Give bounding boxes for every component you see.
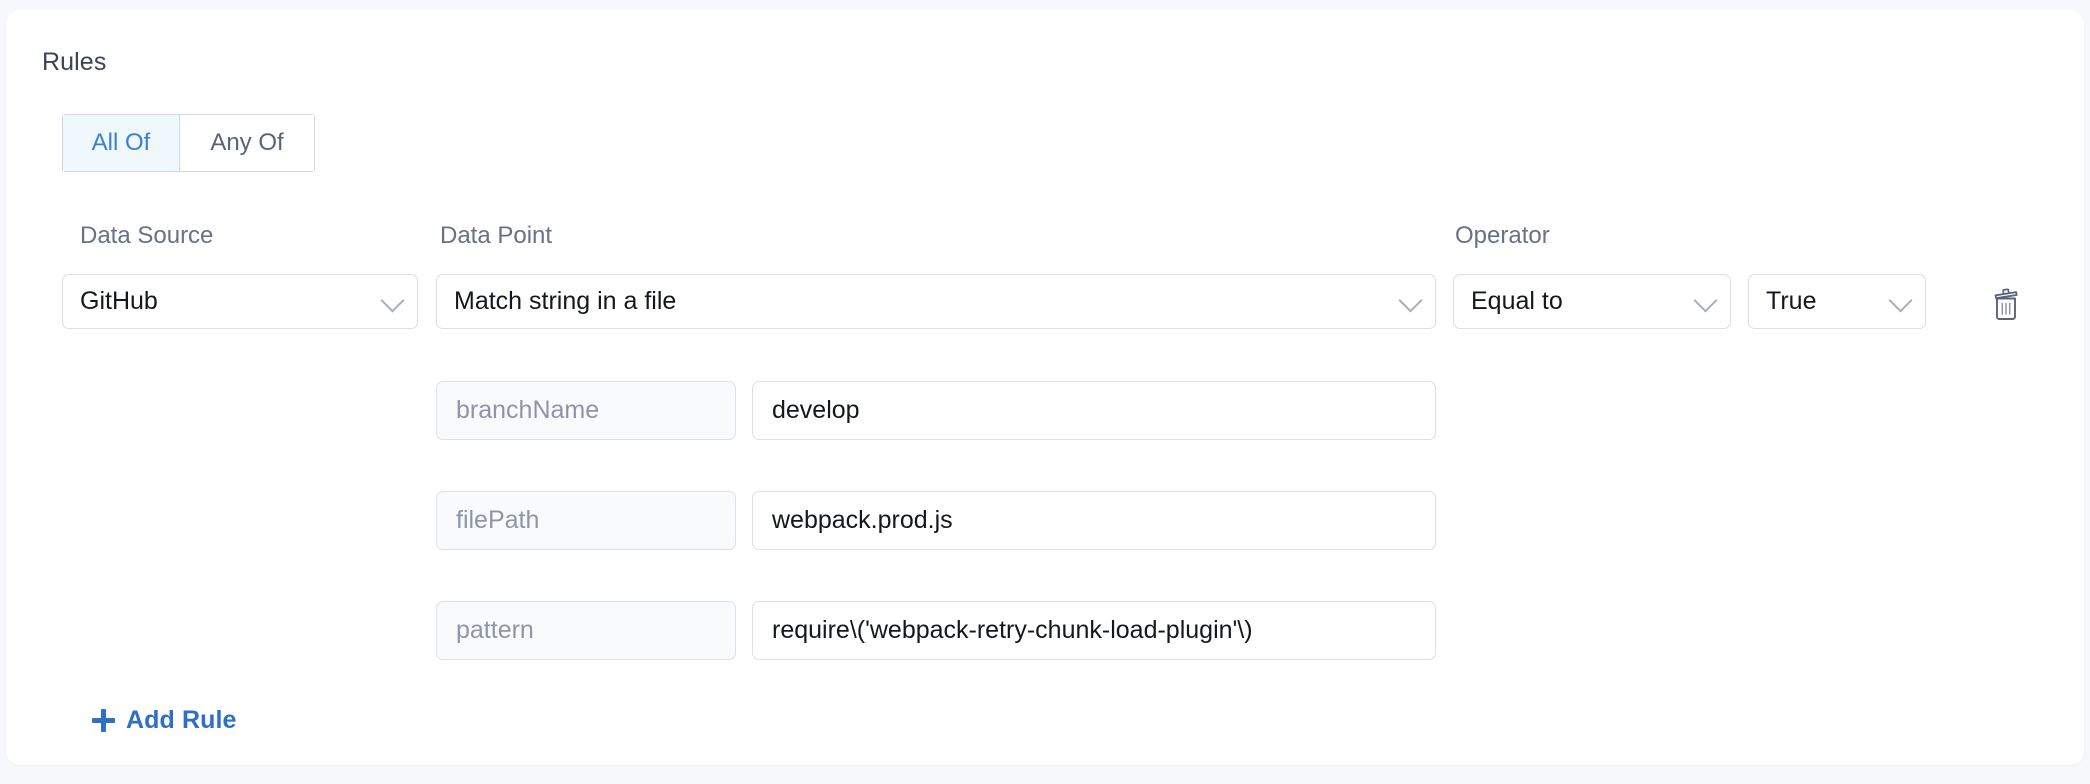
toggle-all-of[interactable]: All Of <box>62 114 179 172</box>
add-rule-button[interactable]: Add Rule <box>92 706 237 735</box>
param-name-field: branchName <box>436 381 736 440</box>
param-name-field: pattern <box>436 601 736 660</box>
operator-boolean-select[interactable]: True <box>1748 274 1926 329</box>
trash-icon <box>1994 288 2018 320</box>
param-name-text: filePath <box>456 506 540 534</box>
param-row: pattern require\('webpack-retry-chunk-lo… <box>6 601 2084 661</box>
data-point-select[interactable]: Match string in a file <box>436 274 1436 329</box>
plus-icon <box>92 709 115 732</box>
param-row: filePath webpack.prod.js <box>6 491 2084 551</box>
param-value-input[interactable]: webpack.prod.js <box>752 491 1436 550</box>
operator-select[interactable]: Equal to <box>1453 274 1731 329</box>
operator-boolean-value: True <box>1766 287 1817 315</box>
data-point-value: Match string in a file <box>454 287 677 315</box>
param-row: branchName develop <box>6 381 2084 441</box>
chevron-down-icon <box>1398 287 1423 313</box>
operator-label: Operator <box>1455 222 1550 249</box>
rules-card: Rules All Of Any Of Data Source Data Poi… <box>6 10 2084 765</box>
toggle-any-of[interactable]: Any Of <box>179 114 315 172</box>
param-value-input[interactable]: require\('webpack-retry-chunk-load-plugi… <box>752 601 1436 660</box>
param-value-text: webpack.prod.js <box>772 506 953 534</box>
page-title: Rules <box>42 48 107 76</box>
chevron-down-icon <box>1888 287 1913 313</box>
delete-rule-button[interactable] <box>1984 282 2028 326</box>
chevron-down-icon <box>380 287 405 313</box>
param-name-text: branchName <box>456 396 600 424</box>
add-rule-label: Add Rule <box>126 706 237 734</box>
chevron-down-icon <box>1693 287 1718 313</box>
param-name-text: pattern <box>456 616 534 644</box>
param-name-field: filePath <box>436 491 736 550</box>
data-source-label: Data Source <box>80 222 214 249</box>
data-source-select[interactable]: GitHub <box>62 274 418 329</box>
operator-value: Equal to <box>1471 287 1563 315</box>
data-point-label: Data Point <box>440 222 553 249</box>
data-source-value: GitHub <box>80 287 158 315</box>
param-value-input[interactable]: develop <box>752 381 1436 440</box>
param-value-text: require\('webpack-retry-chunk-load-plugi… <box>772 616 1253 644</box>
match-mode-toggle-group: All Of Any Of <box>62 114 315 172</box>
param-value-text: develop <box>772 396 860 424</box>
